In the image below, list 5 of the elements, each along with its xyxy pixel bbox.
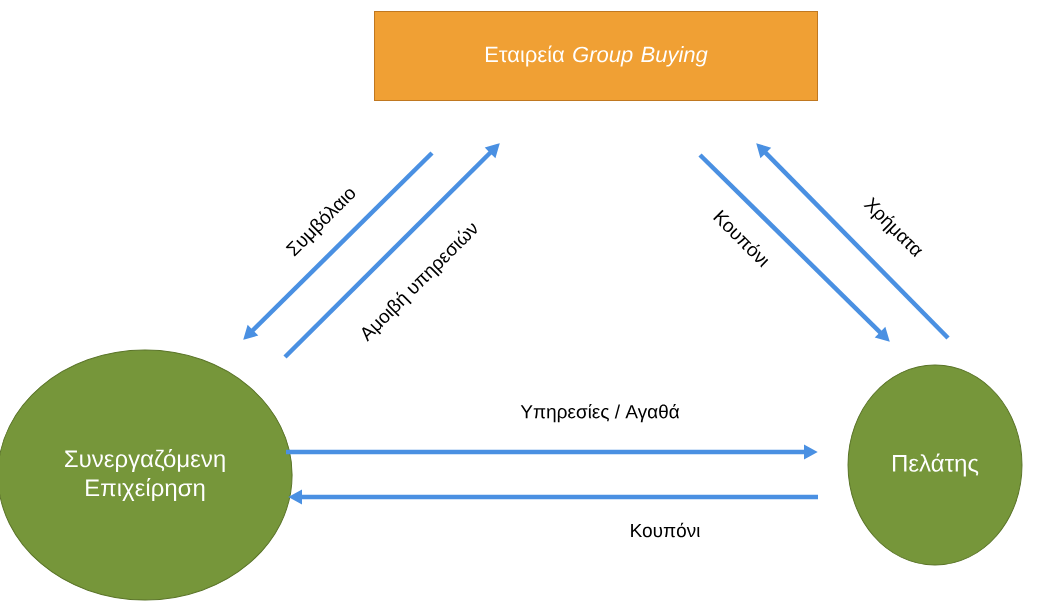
ellipse-node: Συνεργαζόμενη Επιχείρηση [0,349,293,601]
edge-label: Υπηρεσίες / Αγαθά [520,403,680,423]
process-box: Εταιρεία Group Buying [374,11,818,101]
edge-label: Κουπόνι [631,522,700,538]
circle-node: Πελάτης [847,364,1023,566]
